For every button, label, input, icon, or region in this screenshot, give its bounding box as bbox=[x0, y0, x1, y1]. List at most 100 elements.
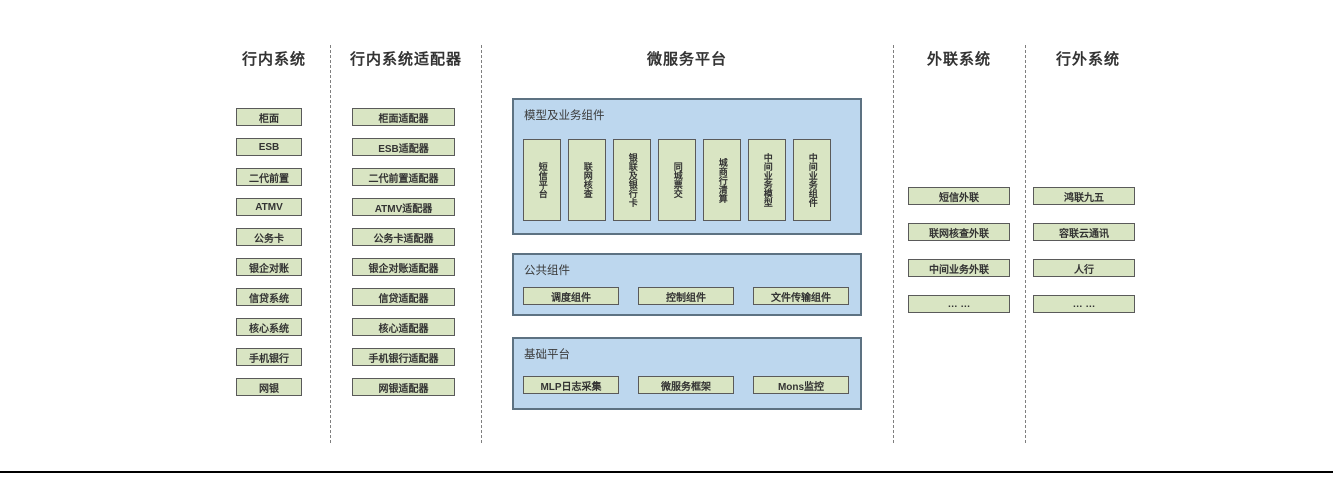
column-divider bbox=[893, 45, 894, 443]
outreach-systems-list: 短信外联联网核查外联中间业务外联 … … bbox=[908, 187, 1010, 313]
external-box-label: 鸿联九五 bbox=[1064, 192, 1104, 204]
internal-adapters-list: 柜面适配器 ESB适配器二代前置适配器 ATMV适配器公务卡适配器银企对账适配器信贷… bbox=[352, 108, 455, 396]
public-components-list: 调度组件 控制组件 文件传输组件 bbox=[523, 287, 849, 305]
adapter-box-label: ATMV适配器 bbox=[374, 203, 433, 215]
bottom-rule bbox=[0, 471, 1333, 473]
base-platform-panel: 基础平台 MLP日志采集 微服务框架 Mons监控 bbox=[512, 337, 862, 410]
system-box-label: 二代前置 bbox=[249, 173, 289, 185]
system-box: 信贷系统 bbox=[236, 288, 302, 306]
component-box: 同城票交 bbox=[658, 139, 696, 221]
component-box: MLP日志采集 bbox=[523, 376, 619, 394]
external-systems-list: 鸿联九五容联云通讯人行 … … bbox=[1033, 187, 1135, 313]
component-box-label: 联网核查 bbox=[582, 162, 593, 198]
system-box-label: 核心系统 bbox=[249, 323, 289, 335]
system-box: ATMV bbox=[236, 198, 302, 216]
component-box: 中间业务组件 bbox=[793, 139, 831, 221]
system-box: 二代前置 bbox=[236, 168, 302, 186]
component-box: 控制组件 bbox=[638, 287, 734, 305]
adapter-box: 二代前置适配器 bbox=[352, 168, 455, 186]
public-components-panel: 公共组件 调度组件 控制组件 文件传输组件 bbox=[512, 253, 862, 316]
system-box-label: 柜面 bbox=[259, 113, 279, 125]
adapter-box: 柜面适配器 bbox=[352, 108, 455, 126]
component-box: 调度组件 bbox=[523, 287, 619, 305]
component-box: 微服务框架 bbox=[638, 376, 734, 394]
system-box: 手机银行 bbox=[236, 348, 302, 366]
adapter-box-label: 银企对账适配器 bbox=[368, 263, 439, 275]
system-box: ESB bbox=[236, 138, 302, 156]
component-box-label: 文件传输组件 bbox=[771, 292, 831, 304]
panel-title: 基础平台 bbox=[524, 349, 570, 361]
component-box: 城商行清算 bbox=[703, 139, 741, 221]
outreach-box-label: 中间业务外联 bbox=[929, 264, 989, 276]
component-box-label: 短信平台 bbox=[537, 162, 548, 198]
adapter-box: 信贷适配器 bbox=[352, 288, 455, 306]
adapter-box: 公务卡适配器 bbox=[352, 228, 455, 246]
adapter-box: 核心适配器 bbox=[352, 318, 455, 336]
component-box-label: Mons监控 bbox=[777, 381, 825, 393]
column-header-internal-adapters: 行内系统适配器 bbox=[349, 51, 462, 68]
outreach-box: 联网核查外联 bbox=[908, 223, 1010, 241]
component-box-label: 银联及银行卡 bbox=[627, 153, 638, 207]
adapter-box-label: 信贷适配器 bbox=[378, 293, 429, 305]
adapter-box: 手机银行适配器 bbox=[352, 348, 455, 366]
adapter-box: ESB适配器 bbox=[352, 138, 455, 156]
model-business-components-panel: 模型及业务组件 短信平台 联网核查 银联及银行卡 同城票交 城商行清算 中间业务模型 中间业… bbox=[512, 98, 862, 235]
model-business-components-list: 短信平台 联网核查 银联及银行卡 同城票交 城商行清算 中间业务模型 中间业务组件 bbox=[523, 139, 831, 221]
outreach-box-label: … … bbox=[947, 298, 971, 310]
column-divider bbox=[1025, 45, 1026, 443]
external-box: … … bbox=[1033, 295, 1135, 313]
adapter-box-label: 柜面适配器 bbox=[378, 113, 429, 125]
component-box: 联网核查 bbox=[568, 139, 606, 221]
adapter-box-label: 网银适配器 bbox=[378, 383, 429, 395]
adapter-box: 网银适配器 bbox=[352, 378, 455, 396]
component-box-label: 控制组件 bbox=[666, 292, 706, 304]
outreach-box: 短信外联 bbox=[908, 187, 1010, 205]
system-box-label: 银企对账 bbox=[249, 263, 289, 275]
system-box: 网银 bbox=[236, 378, 302, 396]
system-box-label: 公务卡 bbox=[254, 233, 284, 245]
component-box-label: 调度组件 bbox=[551, 292, 591, 304]
external-box: 鸿联九五 bbox=[1033, 187, 1135, 205]
column-header-external-systems: 行外系统 bbox=[1055, 51, 1120, 68]
panel-title: 模型及业务组件 bbox=[524, 110, 605, 122]
external-box-label: … … bbox=[1072, 298, 1096, 310]
adapter-box-label: 公务卡适配器 bbox=[373, 233, 434, 245]
outreach-box: 中间业务外联 bbox=[908, 259, 1010, 277]
system-box-label: 手机银行 bbox=[249, 353, 289, 365]
internal-systems-list: 柜面 ESB 二代前置 ATMV 公务卡银企对账信贷系统核心系统手机银行网银 bbox=[236, 108, 302, 396]
component-box: 短信平台 bbox=[523, 139, 561, 221]
column-divider bbox=[481, 45, 482, 443]
component-box-label: 同城票交 bbox=[672, 162, 683, 198]
system-box: 核心系统 bbox=[236, 318, 302, 336]
adapter-box-label: 核心适配器 bbox=[378, 323, 429, 335]
external-box-label: 人行 bbox=[1074, 264, 1094, 276]
component-box-label: 中间业务模型 bbox=[762, 153, 773, 207]
column-header-internal-systems: 行内系统 bbox=[241, 51, 306, 68]
component-box: 中间业务模型 bbox=[748, 139, 786, 221]
component-box-label: 微服务框架 bbox=[661, 381, 711, 393]
external-box-label: 容联云通讯 bbox=[1059, 228, 1109, 240]
adapter-box-label: 手机银行适配器 bbox=[368, 353, 439, 365]
system-box-label: ESB bbox=[258, 141, 280, 153]
panel-title: 公共组件 bbox=[524, 265, 570, 277]
system-box-label: 网银 bbox=[259, 383, 279, 395]
system-box: 银企对账 bbox=[236, 258, 302, 276]
component-box: 银联及银行卡 bbox=[613, 139, 651, 221]
component-box: Mons监控 bbox=[753, 376, 849, 394]
base-platform-list: MLP日志采集 微服务框架 Mons监控 bbox=[523, 376, 849, 394]
component-box-label: 中间业务组件 bbox=[807, 153, 818, 207]
column-header-outreach-systems: 外联系统 bbox=[926, 51, 991, 68]
system-box-label: 信贷系统 bbox=[249, 293, 289, 305]
outreach-box: … … bbox=[908, 295, 1010, 313]
column-header-microservice-platform: 微服务平台 bbox=[646, 51, 727, 68]
outreach-box-label: 联网核查外联 bbox=[929, 228, 989, 240]
adapter-box: ATMV适配器 bbox=[352, 198, 455, 216]
component-box: 文件传输组件 bbox=[753, 287, 849, 305]
system-box: 公务卡 bbox=[236, 228, 302, 246]
component-box-label: 城商行清算 bbox=[717, 157, 728, 203]
system-box: 柜面 bbox=[236, 108, 302, 126]
adapter-box-label: 二代前置适配器 bbox=[368, 173, 439, 185]
adapter-box-label: ESB适配器 bbox=[378, 143, 429, 155]
column-divider bbox=[330, 45, 331, 443]
